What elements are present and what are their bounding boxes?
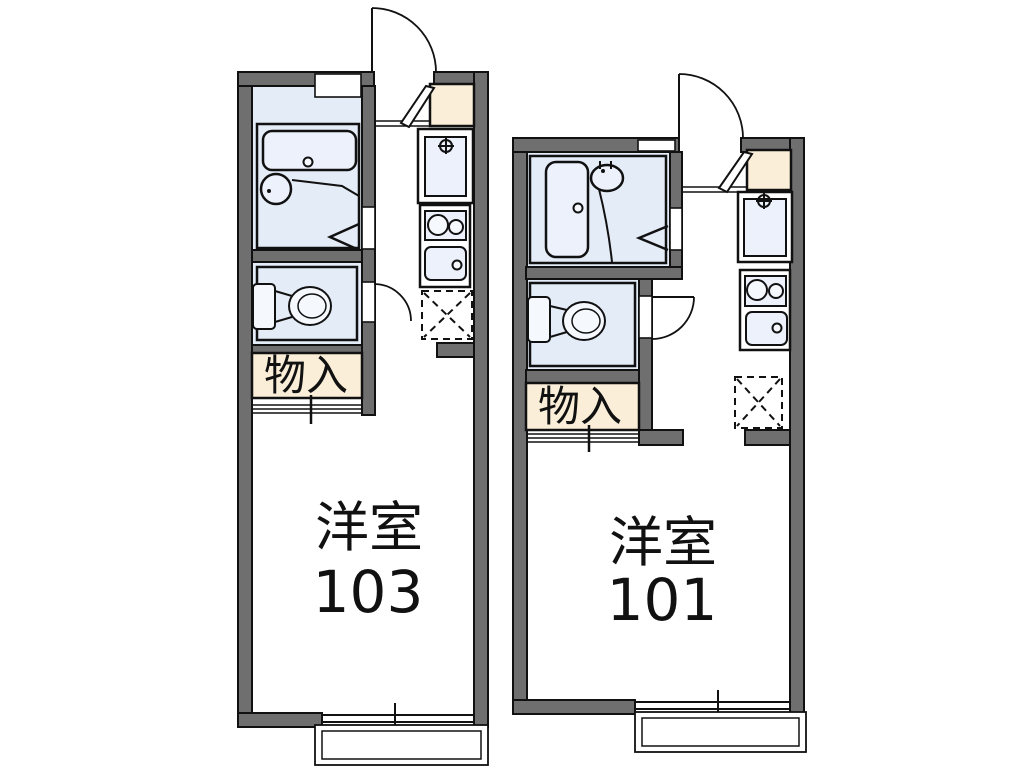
entrance-step-101	[681, 186, 747, 193]
room-label-101: 洋室	[609, 511, 717, 574]
entrance-door-leaf-101	[717, 150, 754, 194]
drain-icon	[771, 322, 783, 334]
folding-bath-door-icon-103	[326, 222, 360, 252]
closet-101: 物入	[524, 381, 641, 452]
entrance-door-leaf-103	[399, 84, 436, 129]
unit-101: 物入	[512, 73, 807, 753]
bathtub-drain-icon	[572, 202, 584, 214]
bathtub-103	[261, 129, 358, 172]
counter-edge-101	[598, 188, 613, 263]
basin-faucet-dot-icon	[601, 169, 605, 173]
bathroom-window-101	[637, 139, 676, 152]
toilet-door-opening-101	[638, 295, 653, 339]
room-number-103: 103	[313, 558, 424, 626]
room-number-101: 101	[607, 566, 718, 634]
burner-icon	[746, 279, 768, 301]
bath-door-opening-101	[669, 207, 683, 251]
burner-icon	[768, 283, 784, 299]
toilet-door-swing-103	[373, 283, 412, 322]
basin-faucet-dot-icon	[267, 189, 271, 193]
faucet-icon	[756, 193, 772, 209]
bathroom-window-103	[314, 73, 362, 98]
balcony-101	[634, 711, 807, 753]
entrance-103	[371, 7, 476, 129]
entrance-101	[678, 73, 793, 194]
sink-basin-101	[745, 311, 788, 346]
closet-103: 物入	[250, 351, 364, 424]
shoe-cabinet-103	[428, 82, 476, 128]
counter-edge-103	[291, 179, 360, 197]
basin-faucet-icon	[599, 161, 612, 169]
drain-icon	[451, 259, 463, 271]
room-label-103: 洋室	[315, 496, 423, 559]
unit-103: 物入	[237, 7, 489, 766]
toilet-tank-103	[252, 283, 276, 330]
sliding-closet-door-103	[252, 404, 362, 414]
washing-machine-space-103	[421, 290, 473, 340]
toilet-101	[527, 281, 695, 368]
wash-basin-103	[259, 172, 293, 206]
closet-label-101: 物入	[538, 382, 622, 431]
sink-basin-103	[424, 246, 467, 281]
sliding-closet-door-101	[526, 433, 639, 443]
entrance-door-swing-103	[371, 7, 437, 73]
kitchen-103	[416, 127, 475, 340]
bath-unit-103	[255, 122, 361, 252]
closet-box-103	[250, 351, 364, 400]
burner-icon	[448, 219, 464, 235]
toilet-bowl-101	[562, 301, 606, 341]
wash-basin-101	[589, 163, 625, 193]
bath-door-opening-103	[361, 206, 376, 250]
burner-icon	[427, 214, 449, 236]
folding-bath-door-icon-101	[635, 224, 669, 252]
walls-103	[237, 71, 489, 728]
bathtub-drain-icon	[302, 156, 314, 168]
bath-unit-101	[528, 154, 669, 265]
closet-label-103: 物入	[264, 351, 348, 400]
toilet-door-swing-101	[651, 296, 695, 340]
toilet-103	[252, 265, 412, 342]
entrance-door-swing-101	[678, 73, 744, 139]
faucet-icon	[438, 138, 454, 154]
toilet-bowl-103	[288, 286, 332, 326]
balcony-103	[314, 724, 489, 766]
bathtub-101	[544, 160, 590, 259]
washing-machine-space-101	[734, 376, 783, 429]
closet-box-101	[524, 381, 641, 432]
toilet-tank-101	[527, 296, 551, 343]
kitchen-101	[734, 190, 794, 429]
shoe-cabinet-101	[745, 148, 793, 192]
toilet-door-opening-103	[361, 281, 376, 323]
